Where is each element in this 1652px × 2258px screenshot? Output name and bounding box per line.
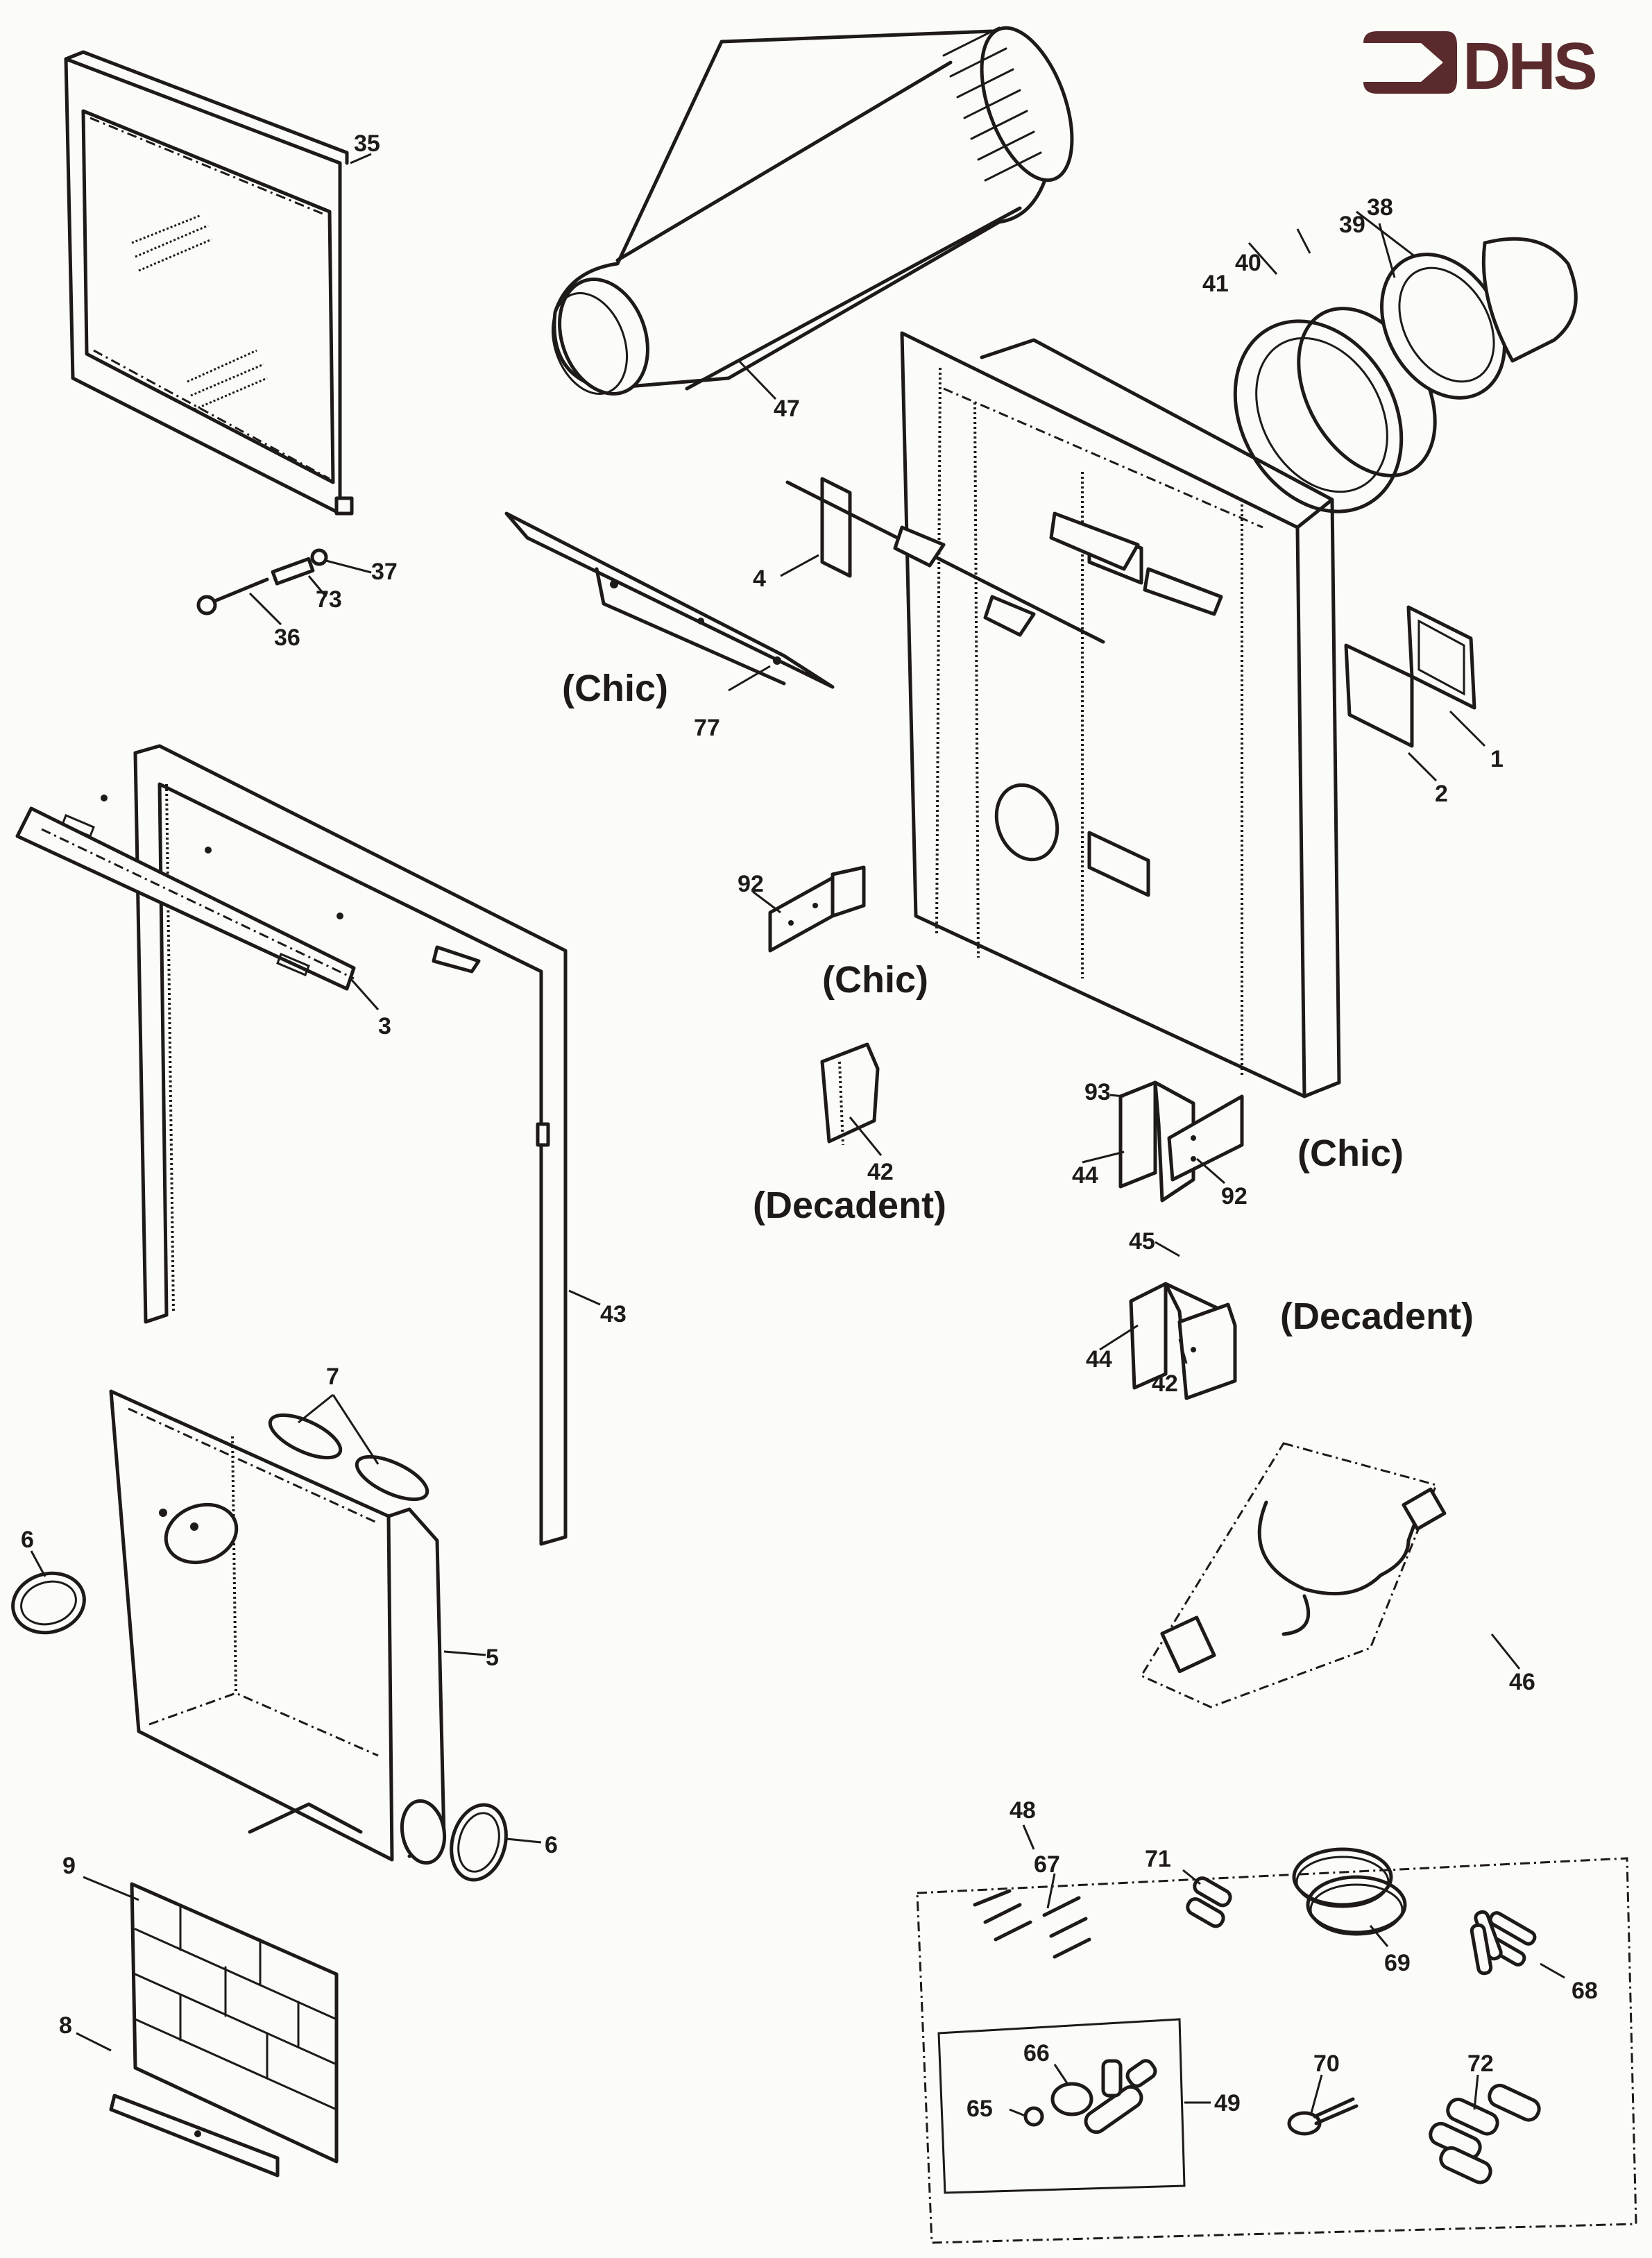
part-72-sleeves [1429,2083,1541,2184]
part-49-valve-kit [937,2018,1186,2194]
part-1-plate [1406,605,1476,710]
part-4-bracket [785,477,1105,644]
callout-2: 2 [1435,781,1448,807]
part-35-glass-door [64,50,354,516]
part-43-frame [133,744,568,1546]
callout-44a: 44 [1072,1162,1098,1189]
part-92-chic-bracket-a [768,865,866,953]
callout-70: 70 [1313,2051,1340,2077]
part-37-washer [310,548,328,566]
part-65-seal [1023,2106,1044,2127]
callout-36: 36 [274,625,300,651]
part-38-collar [1481,237,1578,363]
dhs-logo: DHS [1363,29,1599,103]
callout-92a: 92 [738,871,764,897]
callout-3: 3 [378,1013,391,1039]
part-9-brick-panel [130,1882,339,2164]
callout-93: 93 [1084,1079,1111,1105]
callout-73: 73 [316,586,342,613]
part-67-screws [973,1889,1091,1959]
callout-40: 40 [1235,250,1261,276]
variant-label-chic-77: (Chic) [562,668,668,709]
callout-46: 46 [1509,1669,1535,1695]
part-73-spring [271,557,315,586]
callout-42a: 42 [867,1159,894,1185]
callout-7: 7 [326,1364,339,1390]
callout-6a: 6 [21,1527,34,1553]
callout-71: 71 [1145,1846,1171,1872]
part-46-wire-harness [1139,1442,1447,1708]
callout-41: 41 [1202,271,1229,297]
part-6-gasket-right [450,1803,508,1882]
part-77-chic-strip [504,511,835,689]
part-70-terminal [1287,2097,1359,2136]
part-71-sleeves [1186,1876,1232,1928]
callout-66: 66 [1023,2040,1050,2066]
callout-77: 77 [694,715,720,741]
variant-label-decadent-bracket: (Decadent) [1280,1296,1474,1337]
callout-6b: 6 [545,1832,558,1858]
callout-68: 68 [1572,1978,1598,2004]
part-8-strip [109,2094,280,2178]
callout-8: 8 [59,2012,72,2039]
part-2-plate [1344,643,1414,748]
logo-text: DHS [1463,29,1596,103]
callout-47: 47 [774,396,800,422]
callout-67: 67 [1034,1851,1060,1878]
part-5-firebox [109,1389,447,1865]
pipe-grille [942,26,1074,182]
callout-4: 4 [753,566,766,592]
part-68-connectors [1470,1910,1537,1976]
callout-9: 9 [62,1853,76,1879]
callout-45: 45 [1129,1228,1155,1255]
valve-tee [1084,2059,1157,2134]
callout-72: 72 [1467,2051,1494,2077]
callout-69: 69 [1384,1950,1411,1976]
variant-label-chic-bracket: (Chic) [1297,1132,1404,1174]
glass-reflection [131,214,268,411]
arrow-icon [1363,31,1457,94]
callout-39: 39 [1339,212,1365,238]
callout-5: 5 [486,1645,499,1671]
part-36-bolt [196,577,269,616]
part-45-44-42-decadent-assembly [1129,1282,1237,1400]
part-47-vent-pipe [551,26,1074,396]
callout-43: 43 [600,1301,627,1327]
callout-48: 48 [1010,1797,1036,1824]
part-48-kit [916,1847,1637,2244]
callout-92b: 92 [1221,1183,1247,1209]
part-66-nut [1050,2082,1093,2116]
part-93-44-92-chic-assembly [1118,1080,1244,1203]
part-41-ring [1233,319,1404,513]
variant-label-decadent-42: (Decadent) [753,1185,946,1226]
callout-38: 38 [1367,194,1393,221]
callout-49: 49 [1214,2090,1241,2116]
callout-44b: 44 [1086,1346,1112,1373]
firebox-outer-casing [900,331,1341,1098]
callout-1: 1 [1490,746,1504,772]
part-42-decadent-bracket-a [820,1042,880,1146]
variant-label-chic-92: (Chic) [822,959,928,1001]
callout-65: 65 [966,2096,993,2122]
part-6-gasket-left [11,1571,86,1635]
part-7-gaskets [268,1413,429,1502]
leader-lines [30,153,1565,2118]
part-3-rail [15,795,356,991]
callout-35: 35 [354,130,380,157]
variant-labels: (Chic) (Chic) (Decadent) (Chic) (Decaden… [562,668,1474,1337]
part-69-coil [1292,1847,1407,1936]
callout-labels: 35 37 73 36 47 38 39 40 41 4 77 1 2 3 92… [21,130,1598,2122]
callout-37: 37 [371,559,398,585]
callout-42b: 42 [1152,1370,1178,1397]
